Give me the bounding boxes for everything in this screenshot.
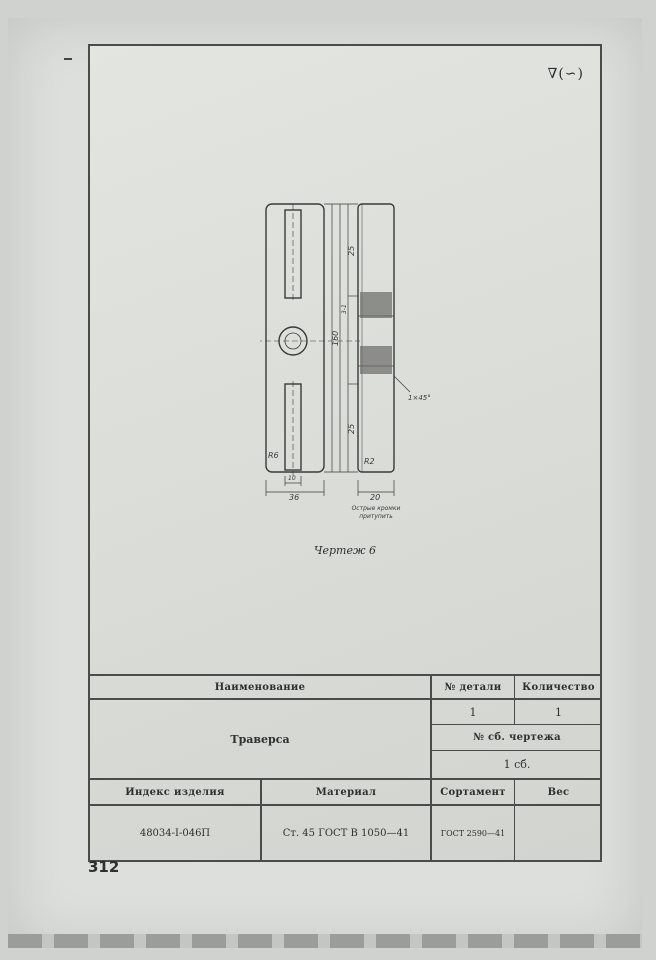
drawing-caption: Чертеж 6 bbox=[314, 544, 376, 557]
right-view-outline bbox=[357, 203, 395, 473]
title-block: Наименование № детали Количество Траверс… bbox=[90, 674, 600, 860]
name-header: Наименование bbox=[214, 681, 306, 693]
note-line-1: Острые кромки bbox=[352, 505, 401, 512]
dim-slot-top: 25 bbox=[347, 246, 356, 256]
page-edge-strip bbox=[8, 934, 642, 948]
product-index-value: 48034-I-046П bbox=[139, 827, 211, 839]
dim-hole-small: 3-1 bbox=[341, 304, 348, 314]
dim-length-total: 160 bbox=[331, 331, 340, 346]
part-no-value: 1 bbox=[469, 705, 477, 719]
quantity-header: Количество bbox=[522, 681, 595, 693]
dim-width-right: 20 bbox=[370, 493, 380, 502]
drawing-frame: ∇(∽) bbox=[88, 44, 602, 862]
material-value: Ст. 45 ГОСТ В 1050—41 bbox=[282, 827, 410, 839]
dim-radius-right: R2 bbox=[364, 457, 375, 466]
page-number: 312 bbox=[88, 858, 120, 876]
name-value: Траверса bbox=[230, 732, 290, 746]
dim-slot-width: 10 bbox=[288, 475, 296, 482]
weight-value bbox=[515, 806, 602, 860]
margin-mark bbox=[64, 58, 72, 60]
assembly-drawing-value: 1 сб. bbox=[503, 758, 531, 771]
product-index-header: Индекс изделия bbox=[125, 786, 225, 798]
upper-hatch bbox=[360, 292, 392, 318]
roughness-symbol: ∇(∽) bbox=[547, 66, 584, 82]
technical-drawing: 36 10 20 R6 R2 1×45° 160 25 25 3-1 Остры… bbox=[260, 203, 431, 520]
dim-width-left: 36 bbox=[289, 493, 299, 502]
part-no-header: № детали bbox=[444, 681, 502, 693]
note-line-2: притупить bbox=[359, 513, 393, 520]
left-view-outline bbox=[265, 203, 325, 473]
assembly-drawing-header: № сб. чертежа bbox=[473, 732, 561, 743]
weight-header: Вес bbox=[547, 786, 570, 798]
assortment-value: ГОСТ 2590—41 bbox=[440, 828, 506, 838]
quantity-value: 1 bbox=[555, 705, 562, 719]
lower-hatch bbox=[360, 346, 392, 374]
dim-slot-bottom: 25 bbox=[347, 424, 356, 434]
dim-radius-left: R6 bbox=[268, 451, 279, 460]
dim-chamfer: 1×45° bbox=[408, 394, 431, 402]
material-header: Материал bbox=[315, 786, 377, 798]
assortment-header: Сортамент bbox=[440, 786, 506, 798]
